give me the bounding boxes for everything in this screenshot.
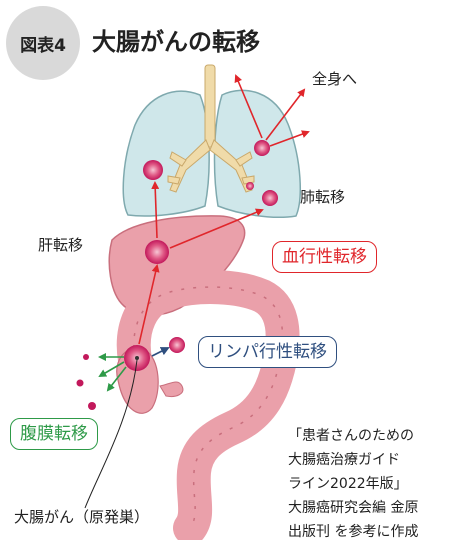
lung-metastasis-label: 肺転移 (300, 188, 346, 206)
lung-tumor-right-lower (262, 190, 278, 206)
lymphatic-arrow (151, 347, 170, 357)
source-line: 「患者さんのための (288, 428, 414, 444)
figure-number-badge: 図表4 (6, 6, 80, 80)
liver-metastasis-label: 肝転移 (38, 236, 84, 254)
figure-number: 図表4 (20, 35, 66, 56)
source-line: 大腸癌研究会編 金原 (288, 500, 419, 516)
hematogenous-metastasis-box: 血行性転移 (272, 241, 377, 273)
lung-tumor-left (143, 160, 163, 180)
peritoneal-seed-1 (83, 354, 89, 360)
page-title: 大腸がんの転移 (92, 28, 260, 56)
source-line: ライン2022年版」 (288, 476, 408, 492)
source-line: 出版刊 を参考に作成 (288, 524, 419, 540)
peritoneal-seed-2 (76, 379, 84, 387)
peritoneal-arrows (98, 353, 127, 392)
primary-tumor-core (135, 356, 139, 360)
primary-tumor-leader (84, 359, 138, 509)
liver-tumor (145, 240, 169, 264)
peritoneal-metastasis-box: 腹膜転移 (10, 418, 98, 450)
trachea (204, 64, 216, 148)
whole-body-label: 全身へ (312, 70, 358, 88)
airway (167, 64, 255, 193)
appendix (159, 381, 184, 397)
source-line: 大腸癌治療ガイド (288, 452, 400, 468)
lymph-node-tumor (169, 337, 185, 353)
lung-tumor-right-upper (254, 140, 270, 156)
peritoneal-seed-3 (88, 402, 96, 410)
lung-tumor-right-small (246, 182, 254, 190)
left-lung (122, 90, 210, 217)
lymphatic-metastasis-box: リンパ行性転移 (198, 336, 337, 368)
source-note: 「患者さんのための 大腸癌治療ガイド ライン2022年版」 大腸癌研究会編 金原… (288, 424, 418, 544)
primary-tumor-label: 大腸がん（原発巣） (14, 508, 150, 526)
hematogenous-arrows (138, 74, 310, 345)
